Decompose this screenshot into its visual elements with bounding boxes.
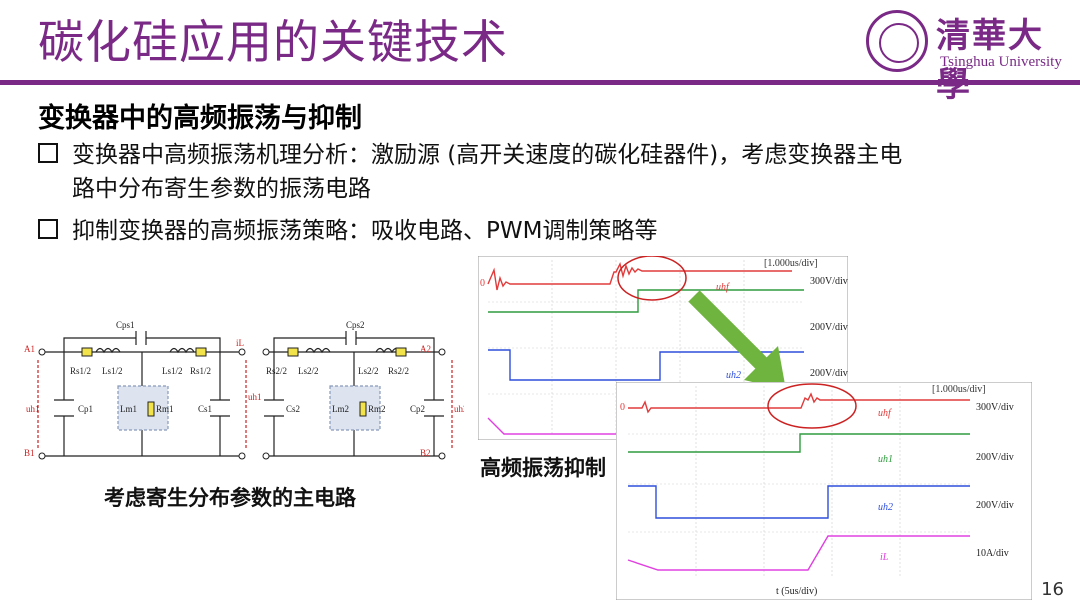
bullet-item: 变换器中高频振荡机理分析：激励源 (高开关速度的碳化硅器件)，考虑变换器主电 路…	[38, 138, 1048, 206]
bullet-text-line1: 变换器中高频振荡机理分析：激励源 (高开关速度的碳化硅器件)，考虑变换器主电	[72, 142, 903, 168]
bullet-text-line2: 路中分布寄生参数的振荡电路	[72, 176, 371, 202]
suppression-caption: 高频振荡抑制	[478, 452, 608, 482]
rs2-label: Rs2/2	[266, 366, 287, 376]
cps1-label: Cps1	[116, 320, 135, 330]
scope-bottom-ch3-scale: 200V/div	[976, 500, 1014, 511]
scope-bottom-timebase: [1.000us/div]	[932, 384, 986, 395]
university-seal-icon	[866, 10, 928, 72]
checkbox-bullet-icon	[38, 142, 58, 163]
scope-bottom-ch2-name: uh1	[878, 454, 893, 465]
scope-bottom-ch1-scale: 300V/div	[976, 402, 1014, 413]
main-circuit-diagram: A1 B1 A2 B2 Cps1 Cps2 iL Rs1/2 Ls1/2 Ls1…	[24, 320, 464, 460]
logo-en-name: Tsinghua University	[940, 54, 1062, 70]
lm2-label: Lm2	[332, 404, 349, 414]
bullet-item: 抑制变换器的高频振荡策略：吸收电路、PWM调制策略等	[38, 214, 657, 248]
scope-bottom-ch4-name: iL	[880, 552, 889, 563]
scope-bottom-ch4-scale: 10A/div	[976, 548, 1009, 559]
rs1-label: Rs1/2	[70, 366, 91, 376]
scope-top-timebase: [1.000us/div]	[764, 258, 818, 269]
scope-bottom-zero: 0	[620, 402, 625, 413]
page-number: 16	[1041, 579, 1064, 600]
scope-top-ch1-scale: 300V/div	[810, 276, 848, 287]
bullet-text-line1: 抑制变换器的高频振荡策略：吸收电路、PWM调制策略等	[72, 218, 658, 244]
ls2a-label: Ls2/2	[298, 366, 319, 376]
ls1a-label: Ls1/2	[102, 366, 123, 376]
cp2-label: Cp2	[410, 404, 425, 414]
rs1b-label: Rs1/2	[190, 366, 211, 376]
uh1-label: uh1	[26, 404, 40, 414]
transition-arrow-icon	[688, 290, 786, 390]
uh1-right-label: uh1	[248, 392, 262, 402]
scope-bottom-ch2-scale: 200V/div	[976, 452, 1014, 463]
scope-after-suppression: [1.000us/div] uhf 300V/div uh1 200V/div …	[616, 382, 1032, 600]
scope-bottom-ch3-name: uh2	[878, 502, 893, 513]
il-label: iL	[236, 338, 244, 348]
title-divider	[0, 80, 1080, 85]
rs2b-label: Rs2/2	[388, 366, 409, 376]
scope-top-ch3-name: uh2	[726, 370, 741, 381]
node-a1-label: A1	[24, 344, 35, 354]
tsinghua-logo: 清華大學 Tsinghua University	[866, 8, 1066, 105]
cs2-label: Cs2	[286, 404, 300, 414]
scope-top-zero: 0	[480, 278, 485, 289]
scope-bottom-xlabel: t (5us/div)	[776, 586, 817, 597]
circuit-caption: 考虑寄生分布参数的主电路	[104, 486, 356, 510]
scope-top-ch2-scale: 200V/div	[810, 322, 848, 333]
lm1-label: Lm1	[120, 404, 137, 414]
scope-top-ch3-scale: 200V/div	[810, 368, 848, 379]
cps2-label: Cps2	[346, 320, 365, 330]
checkbox-bullet-icon	[38, 218, 58, 239]
slide-title: 碳化硅应用的关键技术	[38, 15, 508, 69]
uh2-label: uh2	[454, 404, 464, 414]
node-b1-label: B1	[24, 448, 35, 458]
cs1-label: Cs1	[198, 404, 212, 414]
rm2-label: Rm2	[368, 404, 386, 414]
scope-top-ch1-name: uhf	[716, 282, 730, 293]
scope-bottom-ch1-name: uhf	[878, 408, 892, 419]
cp1-label: Cp1	[78, 404, 93, 414]
node-a2-label: A2	[420, 344, 431, 354]
logo-cn-name: 清華大學	[936, 16, 1044, 105]
ls1b-label: Ls1/2	[162, 366, 183, 376]
ls2b-label: Ls2/2	[358, 366, 379, 376]
rm1-label: Rm1	[156, 404, 174, 414]
section-heading: 变换器中的高频振荡与抑制	[38, 103, 362, 134]
node-b2-label: B2	[420, 448, 431, 458]
